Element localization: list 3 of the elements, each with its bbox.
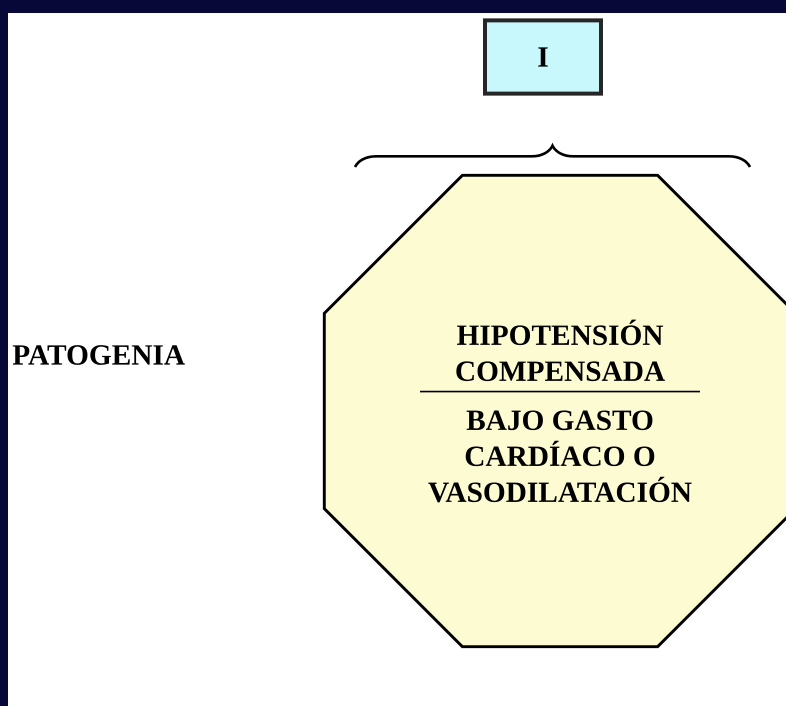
octagon: HIPOTENSIÓN COMPENSADA BAJO GASTO CARDÍACO O VASODILATACIÓN: [322, 174, 786, 648]
numeral-box: I: [483, 18, 603, 96]
side-label: PATOGENIA: [12, 345, 185, 365]
